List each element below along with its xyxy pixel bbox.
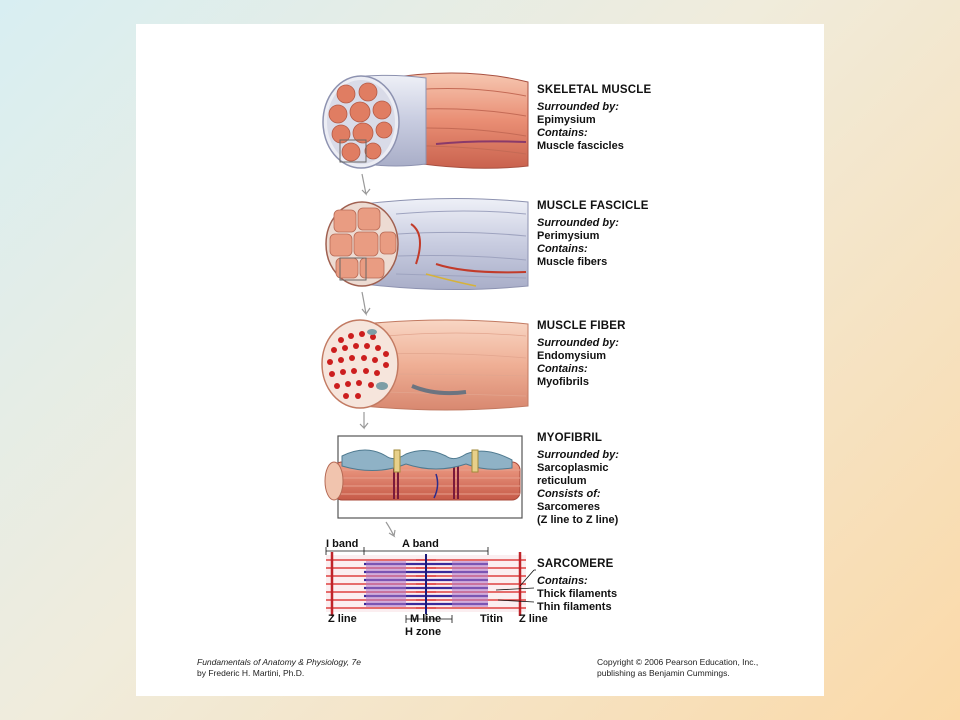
surrounded-heading: Surrounded by: [537, 449, 619, 461]
publisher-text: publishing as Benjamin Cummings. [597, 668, 730, 678]
h-zone-label: H zone [405, 626, 442, 638]
m-line-label: M line [410, 613, 442, 625]
titin-label: Titin [480, 613, 504, 625]
consists-value-1: Sarcomeres [537, 501, 600, 513]
z-line-left-label: Z line [328, 613, 357, 625]
title: MUSCLE FIBER [537, 320, 626, 332]
book-author: by Frederic H. Martini, Ph.D. [197, 668, 305, 678]
label-muscle-fiber: MUSCLE FIBER Surrounded by: Endomysium C… [537, 320, 626, 389]
surrounded-heading: Surrounded by: [537, 101, 619, 113]
i-band-label: I band [326, 538, 359, 550]
consists-value-2: (Z line to Z line) [537, 514, 619, 526]
contains-value-2: Thin filaments [537, 601, 612, 613]
consists-heading: Consists of: [537, 488, 601, 500]
contains-heading: Contains: [537, 243, 588, 255]
title: MUSCLE FASCICLE [537, 200, 649, 212]
label-skeletal-muscle: SKELETAL MUSCLE Surrounded by: Epimysium… [537, 84, 651, 153]
myofibril-drawing [324, 435, 523, 519]
contains-value: Muscle fibers [537, 256, 608, 268]
surrounded-value-1: Sarcoplasmic [537, 462, 609, 474]
muscle-fiber-drawing [321, 319, 529, 411]
title: SKELETAL MUSCLE [537, 84, 652, 96]
copyright-text: Copyright © 2006 Pearson Education, Inc.… [597, 657, 759, 667]
label-sarcomere: SARCOMERE Contains: Thick filaments Thin… [537, 558, 617, 614]
surrounded-value: Endomysium [537, 350, 607, 362]
contains-heading: Contains: [537, 363, 588, 375]
surrounded-value: Perimysium [537, 230, 600, 242]
title: MYOFIBRIL [537, 432, 603, 444]
zoom-arrow-2 [361, 291, 371, 317]
contains-value-1: Thick filaments [537, 588, 618, 600]
muscle-structure-figure [321, 72, 536, 623]
slide-canvas: SKELETAL MUSCLE Surrounded by: Epimysium… [136, 24, 824, 696]
contains-heading: Contains: [537, 575, 588, 587]
contains-value: Muscle fascicles [537, 140, 624, 152]
surrounded-value-2: reticulum [537, 475, 587, 487]
book-credit: Fundamentals of Anatomy & Physiology, 7e… [197, 657, 361, 679]
copyright-credit: Copyright © 2006 Pearson Education, Inc.… [597, 657, 758, 679]
zoom-arrow-3 [359, 412, 369, 430]
book-title: Fundamentals of Anatomy & Physiology, 7e [197, 657, 361, 667]
skeletal-muscle-drawing [322, 72, 529, 169]
surrounded-heading: Surrounded by: [537, 337, 619, 349]
zoom-arrow-4 [385, 521, 396, 538]
surrounded-heading: Surrounded by: [537, 217, 619, 229]
label-muscle-fascicle: MUSCLE FASCICLE Surrounded by: Perimysiu… [537, 200, 649, 269]
z-line-right-label: Z line [519, 613, 548, 625]
muscle-fascicle-drawing [325, 197, 529, 291]
contains-heading: Contains: [537, 127, 588, 139]
a-band-label: A band [402, 538, 439, 550]
title: SARCOMERE [537, 558, 614, 570]
label-myofibril: MYOFIBRIL Surrounded by: Sarcoplasmic re… [537, 432, 619, 527]
sarcomere-drawing [325, 547, 536, 623]
contains-value: Myofibrils [537, 376, 589, 388]
surrounded-value: Epimysium [537, 114, 596, 126]
zoom-arrow-1 [361, 173, 371, 196]
